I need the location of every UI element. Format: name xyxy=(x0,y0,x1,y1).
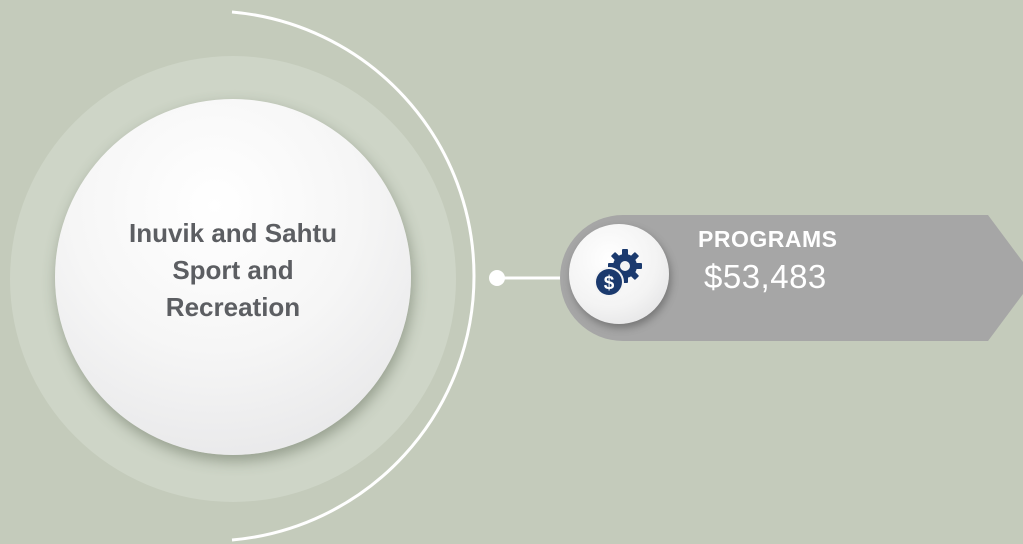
connector-dot xyxy=(489,270,505,286)
card-shape xyxy=(560,215,1023,341)
icon-disc: $ xyxy=(569,224,669,324)
dollar-gear-icon: $ xyxy=(594,249,642,297)
svg-text:$: $ xyxy=(604,273,615,294)
card-label: PROGRAMS xyxy=(698,226,838,252)
outer-arc xyxy=(231,10,476,542)
programs-card xyxy=(560,215,1023,341)
card-value: $53,483 xyxy=(704,258,827,295)
main-circle: Inuvik and Sahtu Sport and Recreation xyxy=(55,99,411,455)
main-title: Inuvik and Sahtu Sport and Recreation xyxy=(128,217,338,322)
